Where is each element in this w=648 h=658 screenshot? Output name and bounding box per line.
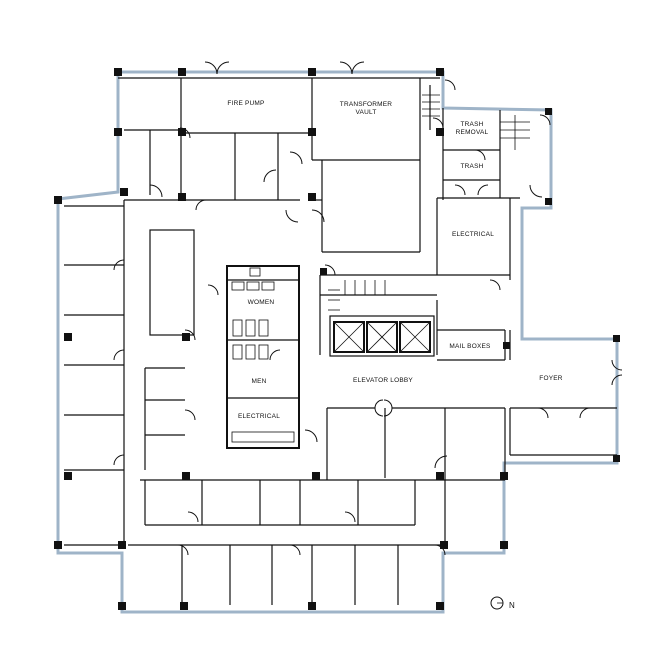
room-labels: FIRE PUMP TRANSFORMER VAULT TRASH REMOVA… xyxy=(227,100,562,420)
interior-walls xyxy=(64,77,617,605)
exterior-glazing xyxy=(56,70,619,614)
restroom-core xyxy=(226,265,300,449)
label-foyer: FOYER xyxy=(539,375,562,382)
elevator-shafts xyxy=(329,315,435,357)
label-transformer-vault-line2: VAULT xyxy=(356,109,377,116)
label-trash-removal-line2: REMOVAL xyxy=(456,129,489,136)
label-elevator-lobby: ELEVATOR LOBBY xyxy=(353,377,413,384)
label-trash-removal-line1: TRASH xyxy=(460,121,483,128)
label-electrical-core: ELECTRICAL xyxy=(238,413,280,420)
north-arrow: N xyxy=(490,596,515,610)
label-transformer-vault-line1: TRANSFORMER xyxy=(340,101,392,108)
door-swings xyxy=(113,61,623,556)
label-trash: TRASH xyxy=(460,163,483,170)
north-arrow-label: N xyxy=(509,601,515,610)
structural-columns xyxy=(54,68,620,610)
label-men: MEN xyxy=(251,378,266,385)
label-women: WOMEN xyxy=(248,299,275,306)
label-fire-pump: FIRE PUMP xyxy=(227,100,264,107)
label-mail-boxes: MAIL BOXES xyxy=(449,343,491,350)
label-electrical-east: ELECTRICAL xyxy=(452,231,494,238)
